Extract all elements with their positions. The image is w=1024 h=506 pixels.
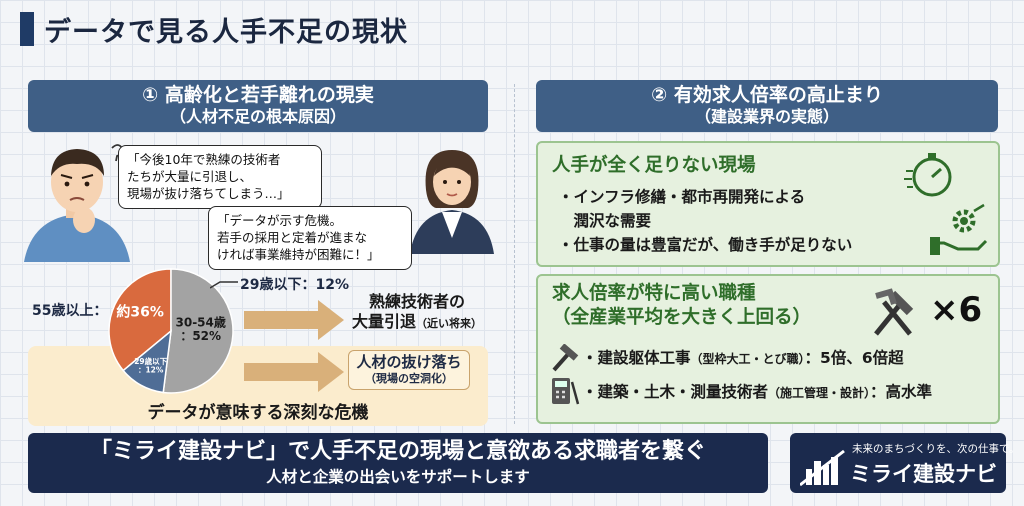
shortage-box: 人手が全く足りない現場 ・インフラ修繕・都市再開発による 潤沢な需要 ・仕事の量… bbox=[536, 141, 1000, 267]
banner-subtext: 人材と企業の出会いをサポートします bbox=[266, 468, 530, 486]
bubble-line: 「今後10年で熟練の技術者 bbox=[127, 152, 281, 167]
pie-slice bbox=[162, 268, 234, 394]
job-detail: （施工管理・設計） bbox=[768, 386, 871, 400]
outcome-line: 熟練技術者の bbox=[368, 292, 465, 311]
section-header-subtitle: （建設業界の実態） bbox=[694, 107, 839, 126]
job-value: ：5倍、6倍超 bbox=[804, 349, 904, 367]
arrow-right-icon bbox=[318, 352, 344, 392]
worried-worker-icon bbox=[24, 144, 130, 262]
bubble-line: 若手の採用と定着が進まな bbox=[217, 230, 368, 245]
multiplier: ×6 bbox=[930, 290, 983, 330]
shortage-title: 人手が全く足りない現場 bbox=[552, 155, 756, 176]
column-divider bbox=[514, 84, 515, 424]
bubble-line: たちが大量に引退し、 bbox=[127, 169, 253, 184]
hammers-icon bbox=[874, 288, 914, 336]
calculator-icon bbox=[552, 378, 580, 405]
bubble-line: 「データが示す危機。 bbox=[217, 213, 343, 228]
section-header-title: ② 有効求人倍率の高止まり bbox=[651, 84, 883, 106]
hand-gear-icon bbox=[930, 203, 988, 255]
hammer-tool-icon bbox=[552, 344, 579, 372]
label-over55: 55歳以上： bbox=[32, 303, 108, 319]
outcome-line: 大量引退 bbox=[352, 312, 417, 331]
crisis-caption: データが意味する深刻な危機 bbox=[147, 403, 369, 423]
banner-headline: 「ミライ建設ナビ」で人手不足の現場と意欲ある求職者を繋ぐ bbox=[89, 439, 706, 464]
outcome-retirement: 熟練技術者の 大量引退（近い将来） bbox=[352, 292, 482, 334]
high-ratio-box: 求人倍率が特に高い職種 （全産業平均を大きく上回る） ×6 ・建設躯体工事（型枠… bbox=[536, 274, 1000, 424]
high-ratio-title: 求人倍率が特に高い職種 bbox=[552, 283, 756, 304]
cta-banner: 「ミライ建設ナビ」で人手不足の現場と意欲ある求職者を繋ぐ 人材と企業の出会いをサ… bbox=[28, 433, 768, 493]
section-header-aging: ① 高齢化と若手離れの現実 （人材不足の根本原因） bbox=[28, 80, 488, 132]
bubble-line: ければ事業維持が困難に！」 bbox=[217, 247, 380, 262]
shortage-bullets: ・インフラ修繕・都市再開発による 潤沢な需要 ・仕事の量は豊富だが、働き手が足り… bbox=[558, 185, 852, 257]
bubble-line: 現場が抜け落ちてしまう…」 bbox=[127, 186, 290, 201]
age-pie-chart: 約36% 30-54歳：52% 29歳以下：12% bbox=[108, 268, 234, 394]
job-item-structure: ・建設躯体工事（型枠大工・とび職）：5倍、6倍超 bbox=[582, 346, 904, 371]
section-header-title: ① 高齢化と若手離れの現実 bbox=[142, 84, 374, 106]
job-item-engineer: ・建築・土木・測量技術者（施工管理・設計）：高水準 bbox=[582, 380, 932, 405]
section-header-subtitle: （人材不足の根本原因） bbox=[169, 107, 346, 126]
page-title: データで見る人手不足の現状 bbox=[44, 17, 408, 48]
businesswoman-icon bbox=[410, 150, 494, 254]
pie-slice-label: 30-54歳：52% bbox=[176, 314, 226, 343]
title-accent-bar bbox=[20, 12, 34, 46]
pie-slice bbox=[108, 268, 172, 372]
high-ratio-subtitle: （全産業平均を大きく上回る） bbox=[552, 307, 812, 328]
outcome-line: 人材の抜け落ち bbox=[356, 353, 462, 371]
bullet-item: ・仕事の量は豊富だが、働き手が足りない bbox=[558, 236, 853, 254]
logo-name: ミライ建設ナビ bbox=[850, 462, 997, 486]
section-header-job-ratio: ② 有効求人倍率の高止まり （建設業界の実態） bbox=[536, 80, 998, 132]
outcome-line: （現場の空洞化） bbox=[365, 372, 453, 385]
callout-line bbox=[210, 281, 238, 289]
arrow-body bbox=[244, 311, 320, 329]
outcome-suffix: （近い将来） bbox=[416, 317, 483, 330]
bullet-item: 潤沢な需要 bbox=[558, 212, 652, 230]
label-under29: 29歳以下：12% bbox=[240, 277, 349, 293]
bullet-item: ・インフラ修繕・都市再開発による bbox=[558, 188, 806, 206]
arrow-body bbox=[244, 363, 320, 381]
logo-tagline: 未来のまちづくりを、次の仕事で。 bbox=[852, 443, 1020, 455]
job-detail: （型枠大工・とび職） bbox=[690, 352, 805, 366]
outcome-gap-box: 人材の抜け落ち （現場の空洞化） bbox=[348, 350, 470, 390]
pie-slice-label: 29歳以下：12% bbox=[134, 356, 167, 375]
stopwatch-icon bbox=[904, 153, 952, 197]
speech-bubble-manager: 「データが示す危機。 若手の採用と定着が進まな ければ事業維持が困難に！」 bbox=[208, 206, 412, 270]
speech-bubble-worker: 「今後10年で熟練の技術者 たちが大量に引退し、 現場が抜け落ちてしまう…」 bbox=[118, 145, 322, 209]
city-building-icon bbox=[800, 449, 845, 487]
job-name: ・建築・土木・測量技術者 bbox=[582, 383, 769, 401]
pie-slice bbox=[122, 329, 172, 394]
pie-slice-label: 約36% bbox=[116, 303, 164, 320]
brand-logo: 未来のまちづくりを、次の仕事で。 ミライ建設ナビ bbox=[790, 433, 1020, 493]
job-name: ・建設躯体工事 bbox=[582, 349, 691, 367]
job-value: ：高水準 bbox=[870, 383, 933, 401]
arrow-right-icon bbox=[318, 300, 344, 340]
